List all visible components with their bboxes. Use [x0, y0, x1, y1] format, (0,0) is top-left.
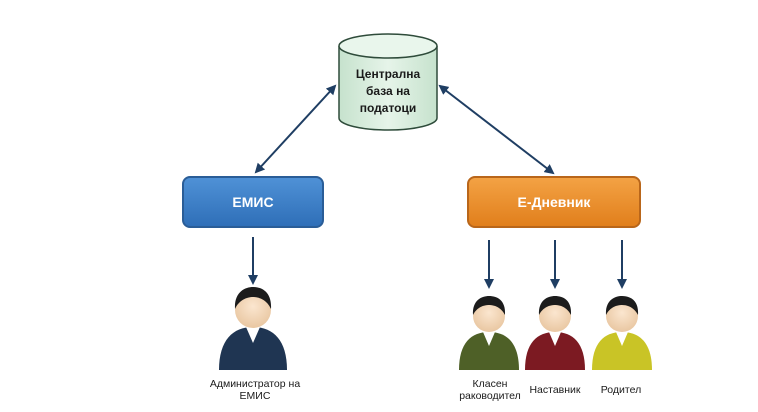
arrow-db-ednevnik [438, 84, 555, 175]
admin-label-line-1: Администратор на [209, 378, 301, 390]
admin-label-line-2: ЕМИС [239, 390, 271, 402]
emis-box: ЕМИС [182, 176, 324, 228]
mentor-label: Наставник [529, 384, 581, 396]
ednevnik-box: Е-Дневник [467, 176, 641, 228]
ednevnik-label: Е-Дневник [517, 194, 591, 210]
database-label-line-1: Централна [355, 67, 421, 81]
parent-label: Родител [600, 384, 642, 396]
mentor-person-icon [525, 296, 585, 370]
arrow-db-emis [254, 84, 337, 174]
emis-label: ЕМИС [232, 194, 274, 210]
admin-label: Администратор на ЕМИС [195, 378, 315, 402]
database-label: Централна база на податоци [340, 66, 436, 117]
admin-person-icon [219, 287, 287, 370]
class-teacher-label-line-1: Класен [472, 378, 508, 390]
class-teacher-label: Класен раководител [455, 378, 525, 402]
class-teacher-person-icon [459, 296, 519, 370]
class-teacher-label-line-2: раководител [459, 390, 521, 402]
database-label-line-2: база на [366, 84, 410, 98]
parent-person-icon [592, 296, 652, 370]
database-cylinder [338, 33, 438, 131]
database-label-line-3: податоци [359, 101, 417, 115]
